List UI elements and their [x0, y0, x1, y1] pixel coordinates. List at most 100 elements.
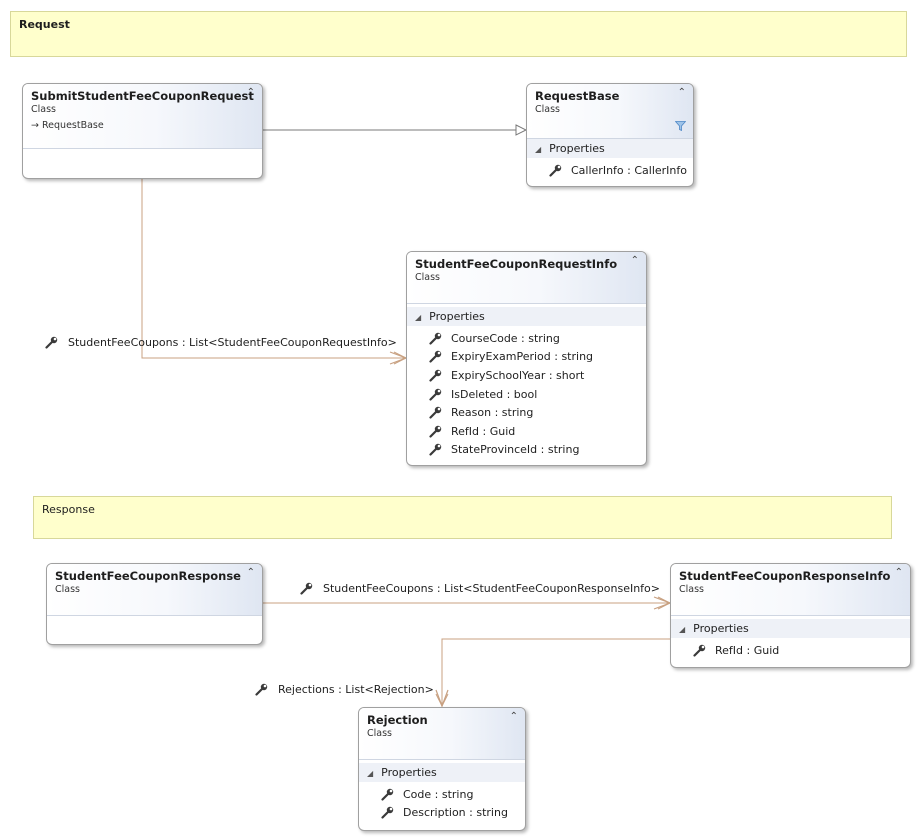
section-label: Properties	[549, 142, 605, 155]
section-label: Properties	[429, 310, 485, 323]
collapse-chevron-icon[interactable]: ⌃︎	[246, 87, 255, 98]
class-name: StudentFeeCouponResponse	[55, 569, 241, 583]
wrench-icon	[429, 369, 442, 382]
collapse-chevron-icon[interactable]: ⌃	[894, 567, 903, 578]
class-kind: Class	[535, 104, 560, 115]
wrench-icon	[300, 582, 313, 595]
class-student-fee-coupon-request-info[interactable]: StudentFeeCouponRequestInfo Class ⌃ ◢ Pro…	[406, 251, 647, 466]
property-text: StateProvinceId : string	[451, 443, 580, 457]
property-text: RefId : Guid	[451, 424, 516, 438]
class-header: StudentFeeCouponResponseInfo Class ⌃	[671, 564, 910, 616]
association-text: StudentFeeCoupons : List<StudentFeeCoupo…	[323, 582, 660, 595]
wrench-icon	[45, 336, 58, 349]
collapse-chevron-icon[interactable]: ⌃	[677, 87, 686, 98]
class-name: RequestBase	[535, 89, 620, 103]
property-text: ExpiryExamPeriod : string	[451, 350, 594, 364]
property-item[interactable]: ExpiryExamPeriod : string	[407, 348, 646, 367]
class-kind: Class	[31, 104, 56, 115]
association-arrowhead-rejections-2	[435, 693, 449, 708]
association-label-request-coupons[interactable]: StudentFeeCoupons : List<StudentFeeCoupo…	[45, 336, 397, 349]
wrench-icon	[429, 388, 442, 401]
association-text: Rejections : List<Rejection>	[278, 683, 434, 696]
property-text: Reason : string	[451, 406, 534, 420]
property-text: CourseCode : string	[451, 331, 560, 345]
class-header: StudentFeeCouponRequestInfo Class ⌃	[407, 252, 646, 304]
wrench-icon	[429, 425, 442, 438]
class-header: Rejection Class ⌃	[359, 708, 525, 760]
association-line-request-coupons	[141, 178, 406, 359]
wrench-icon	[381, 788, 394, 801]
class-header: StudentFeeCouponResponse Class ⌃	[47, 564, 262, 616]
collapse-chevron-icon[interactable]: ⌃	[630, 255, 639, 266]
properties-section-header[interactable]: ◢ Properties	[671, 619, 910, 639]
class-base-name: RequestBase	[42, 120, 104, 131]
filter-icon[interactable]	[674, 121, 687, 134]
wrench-icon	[255, 683, 268, 696]
wrench-icon	[381, 806, 394, 819]
section-label: Properties	[693, 622, 749, 635]
properties-section-header[interactable]: ◢ Properties	[359, 763, 525, 783]
property-text: ExpirySchoolYear : short	[451, 368, 585, 382]
properties-section-header[interactable]: ◢ Properties	[527, 139, 693, 159]
property-item[interactable]: StateProvinceId : string	[407, 441, 646, 460]
expand-triangle-icon[interactable]: ◢	[367, 769, 374, 778]
collapse-chevron-icon[interactable]: ⌃	[246, 567, 255, 578]
class-name: SubmitStudentFeeCouponRequest	[31, 89, 254, 103]
class-rejection[interactable]: Rejection Class ⌃ ◢ Properties Code : str…	[358, 707, 526, 831]
property-item[interactable]: IsDeleted : bool	[407, 385, 646, 404]
note-request-text: Request	[19, 18, 70, 31]
wrench-icon	[429, 443, 442, 456]
association-label-rejections[interactable]: Rejections : List<Rejection>	[255, 683, 434, 696]
property-item[interactable]: RefId : Guid	[671, 641, 910, 660]
class-header: SubmitStudentFeeCouponRequest Class → Re…	[23, 84, 262, 149]
class-kind: Class	[55, 584, 80, 595]
class-name: Rejection	[367, 713, 428, 727]
association-label-response-coupons[interactable]: StudentFeeCoupons : List<StudentFeeCoupo…	[300, 582, 660, 595]
class-name: StudentFeeCouponRequestInfo	[415, 257, 618, 271]
class-kind: Class	[367, 728, 392, 739]
property-text: Code : string	[403, 787, 474, 801]
association-line-rejections	[441, 638, 670, 706]
inheritance-arrowhead	[515, 124, 528, 136]
class-student-fee-coupon-response-info[interactable]: StudentFeeCouponResponseInfo Class ⌃ ◢ Pr…	[670, 563, 911, 668]
expand-triangle-icon[interactable]: ◢	[535, 145, 542, 154]
association-text: StudentFeeCoupons : List<StudentFeeCoupo…	[68, 336, 397, 349]
property-text: RefId : Guid	[715, 643, 780, 657]
class-submit-student-fee-coupon-request[interactable]: SubmitStudentFeeCouponRequest Class → Re…	[22, 83, 263, 179]
class-name: StudentFeeCouponResponseInfo	[679, 569, 891, 583]
property-text: IsDeleted : bool	[451, 387, 538, 401]
property-text: CallerInfo : CallerInfo	[571, 163, 687, 177]
class-base: → RequestBase	[31, 120, 254, 131]
note-request: Request	[10, 11, 907, 57]
expand-triangle-icon[interactable]: ◢	[415, 313, 422, 322]
inherit-arrow-icon: →	[31, 120, 39, 131]
property-item[interactable]: CallerInfo : CallerInfo	[527, 161, 693, 180]
property-text: Description : string	[403, 806, 508, 820]
property-list: Code : string Description : string	[359, 783, 525, 826]
class-kind: Class	[679, 584, 704, 595]
property-list: CourseCode : string ExpiryExamPeriod : s…	[407, 327, 646, 463]
property-list: CallerInfo : CallerInfo	[527, 159, 693, 184]
properties-section-header[interactable]: ◢ Properties	[407, 307, 646, 327]
collapse-chevron-icon[interactable]: ⌃	[509, 711, 518, 722]
wrench-icon	[429, 332, 442, 345]
section-label: Properties	[381, 766, 437, 779]
wrench-icon	[429, 406, 442, 419]
class-student-fee-coupon-response[interactable]: StudentFeeCouponResponse Class ⌃	[46, 563, 263, 645]
class-request-base[interactable]: RequestBase Class ⌃ ◢ Properties CallerIn…	[526, 83, 694, 187]
property-item[interactable]: Code : string	[359, 785, 525, 804]
class-header: RequestBase Class ⌃	[527, 84, 693, 139]
wrench-icon	[429, 350, 442, 363]
property-list: RefId : Guid	[671, 639, 910, 664]
property-item[interactable]: CourseCode : string	[407, 329, 646, 348]
property-item[interactable]: ExpirySchoolYear : short	[407, 366, 646, 385]
note-response-text: Response	[42, 503, 95, 516]
class-kind: Class	[415, 272, 440, 283]
expand-triangle-icon[interactable]: ◢	[679, 625, 686, 634]
property-item[interactable]: RefId : Guid	[407, 422, 646, 441]
property-item[interactable]: Reason : string	[407, 403, 646, 422]
note-response: Response	[33, 496, 892, 539]
property-item[interactable]: Description : string	[359, 804, 525, 823]
wrench-icon	[549, 164, 562, 177]
